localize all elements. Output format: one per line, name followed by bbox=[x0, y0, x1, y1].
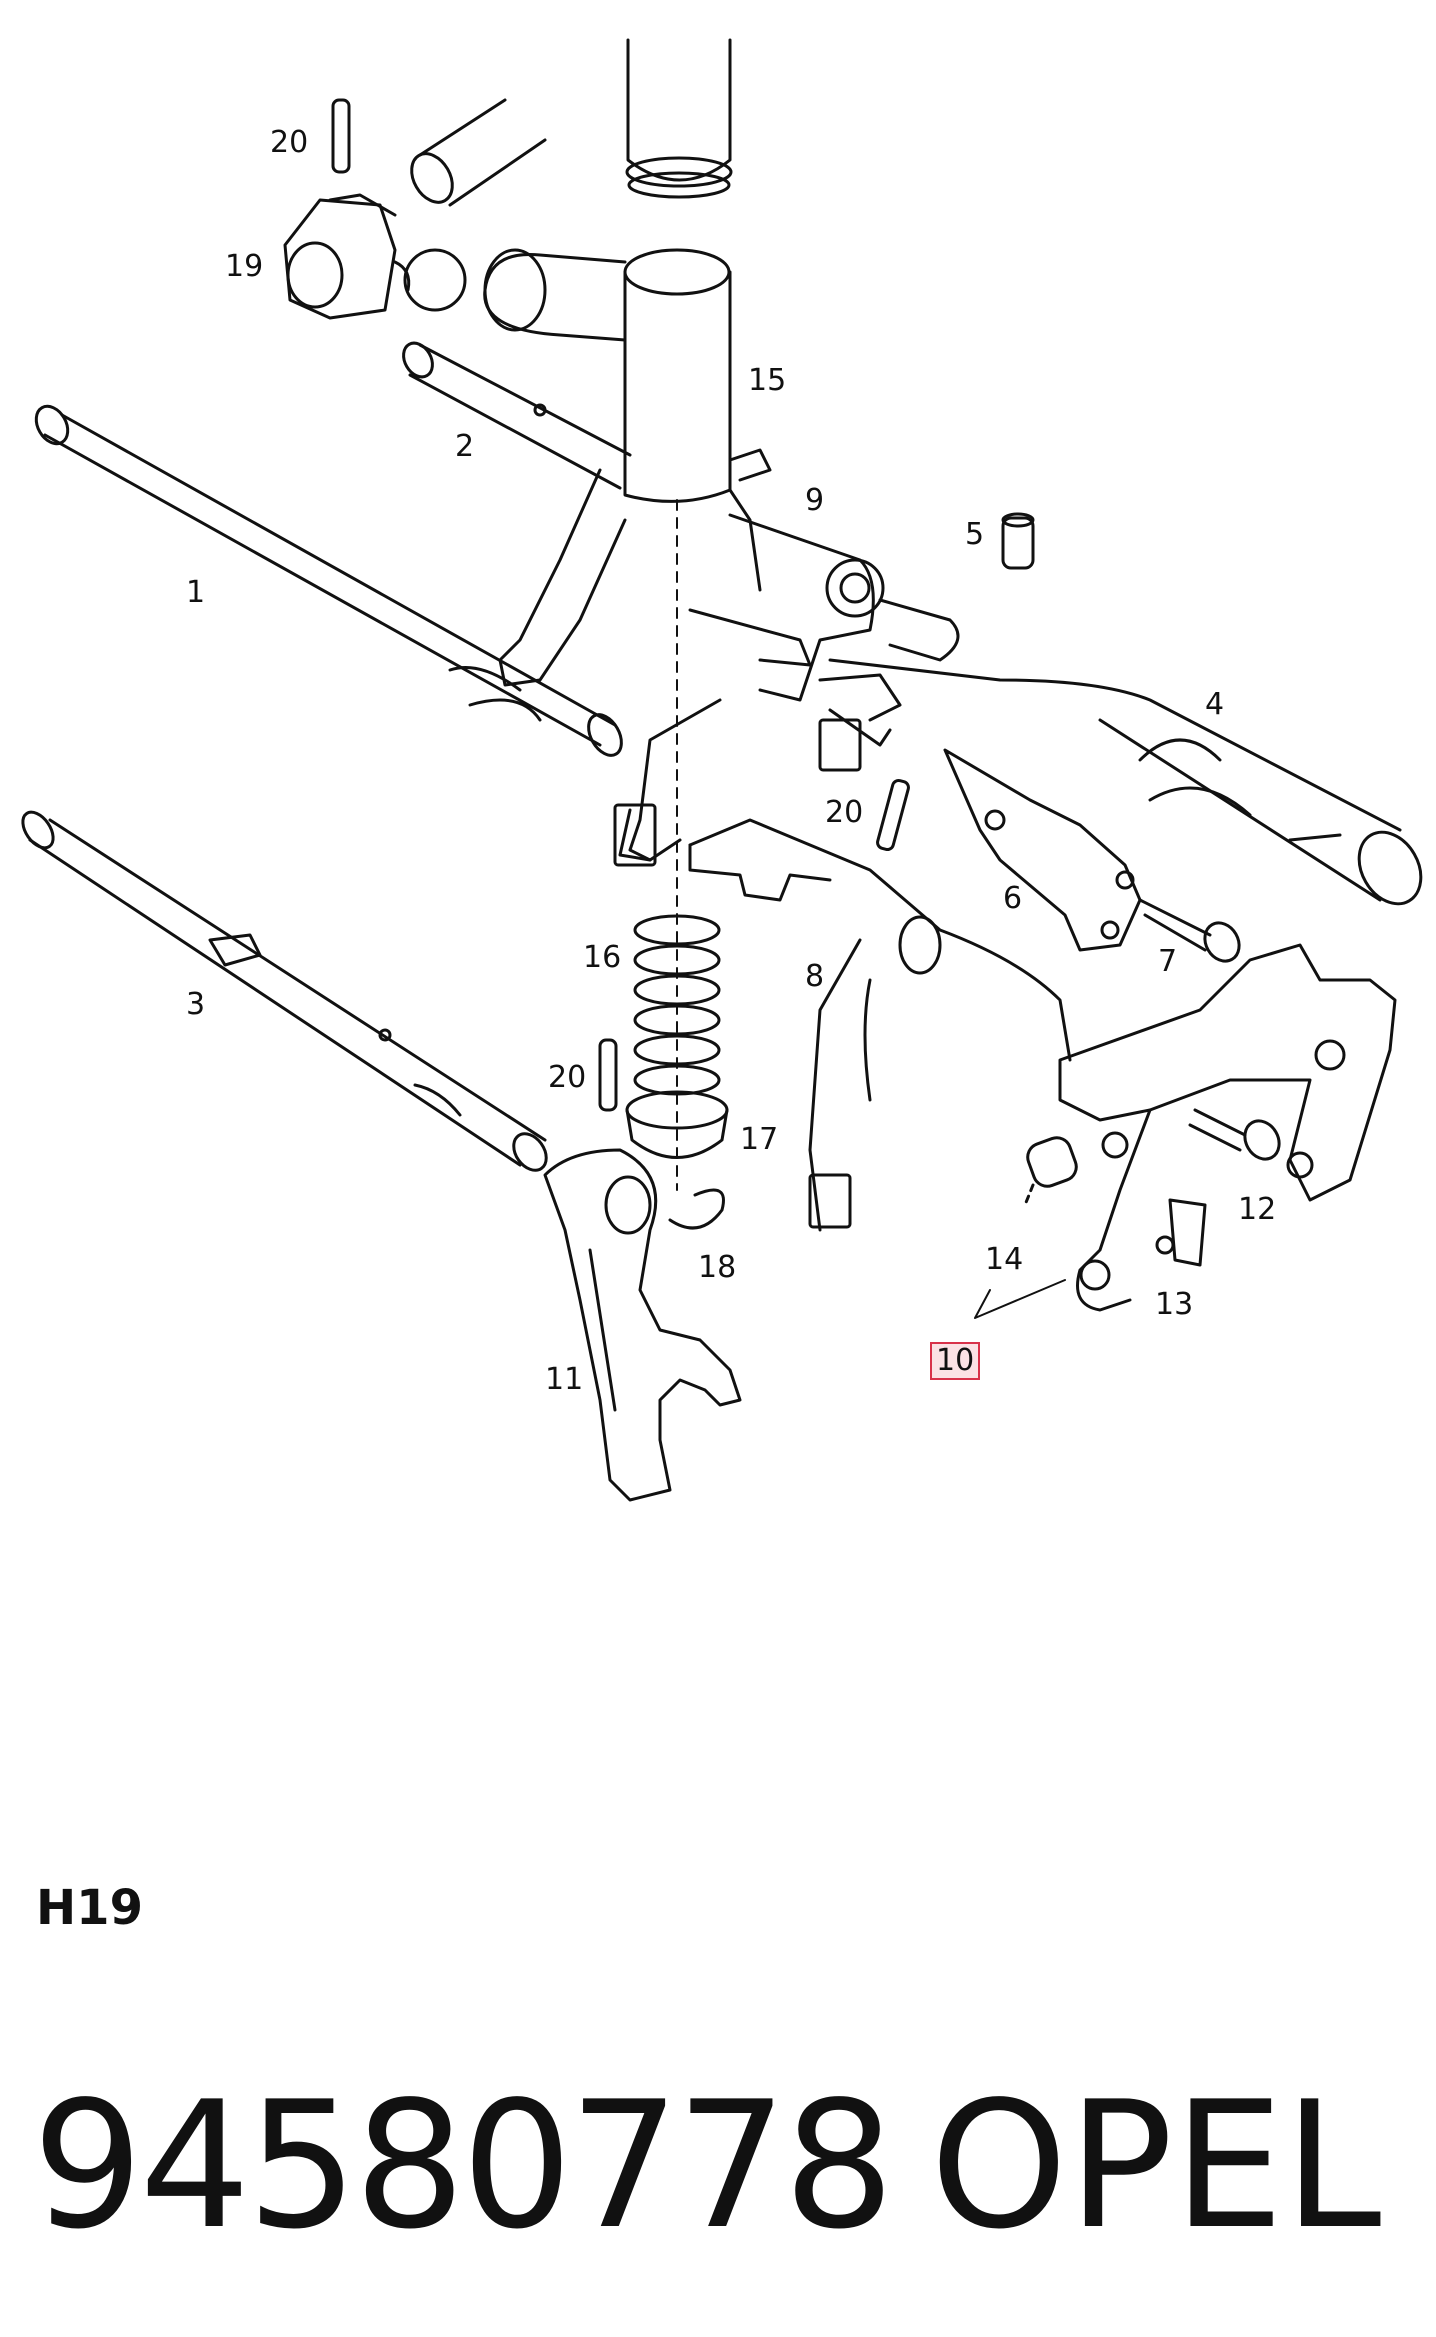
part-number: 94580778 bbox=[32, 2065, 895, 2268]
screw-12 bbox=[1188, 1108, 1281, 1161]
fork-8 bbox=[688, 818, 1072, 1232]
circlip-18 bbox=[668, 1188, 725, 1230]
bush-5 bbox=[1001, 512, 1035, 570]
brand-name: OPEL bbox=[930, 2065, 1382, 2268]
callout-13: 13 bbox=[1155, 1287, 1194, 1322]
callout-17: 17 bbox=[740, 1122, 779, 1157]
callout-20-middle: 20 bbox=[825, 795, 864, 830]
rod-1 bbox=[34, 404, 623, 757]
callout-5: 5 bbox=[965, 517, 985, 552]
callout-16: 16 bbox=[583, 940, 622, 975]
callout-14: 14 bbox=[985, 1242, 1024, 1277]
pin-20-top bbox=[331, 98, 351, 174]
callout-6: 6 bbox=[1003, 881, 1023, 916]
rod-top bbox=[410, 98, 547, 207]
callout-12: 12 bbox=[1238, 1192, 1277, 1227]
callout-20-top: 20 bbox=[270, 125, 309, 160]
screw-7 bbox=[1138, 898, 1241, 963]
callout-19: 19 bbox=[225, 249, 264, 284]
callout-20-lower: 20 bbox=[548, 1060, 587, 1095]
ball-joint-19 bbox=[283, 193, 467, 320]
lever-tube bbox=[625, 38, 733, 199]
callout-10-highlighted[interactable]: 10 bbox=[930, 1342, 981, 1380]
pin-14 bbox=[1023, 1136, 1078, 1207]
callout-15: 15 bbox=[748, 363, 787, 398]
callout-1: 1 bbox=[186, 575, 206, 610]
callout-9: 9 bbox=[805, 483, 825, 518]
fork-11 bbox=[543, 1148, 742, 1502]
callout-2: 2 bbox=[455, 429, 475, 464]
pin-20-lower bbox=[598, 1038, 618, 1112]
exploded-parts-diagram bbox=[21, 38, 1423, 1502]
section-code: H19 bbox=[36, 1880, 143, 1936]
pin-20-middle bbox=[876, 778, 910, 852]
rod-2 bbox=[402, 341, 632, 490]
cup-17 bbox=[625, 1090, 729, 1159]
selector-15 bbox=[483, 248, 772, 687]
leader-10 bbox=[974, 1279, 1066, 1319]
clip-13 bbox=[1155, 1198, 1207, 1267]
shift-rod-4 bbox=[818, 658, 1423, 906]
callout-7: 7 bbox=[1158, 944, 1178, 979]
callout-8: 8 bbox=[805, 959, 825, 994]
fork-9 bbox=[613, 513, 960, 867]
linkage-12 bbox=[1058, 943, 1397, 1312]
callout-3: 3 bbox=[186, 987, 206, 1022]
callout-11: 11 bbox=[545, 1362, 584, 1397]
bracket-6 bbox=[943, 748, 1142, 952]
rod-3 bbox=[21, 810, 548, 1172]
callout-4: 4 bbox=[1205, 687, 1225, 722]
callout-18: 18 bbox=[698, 1250, 737, 1285]
